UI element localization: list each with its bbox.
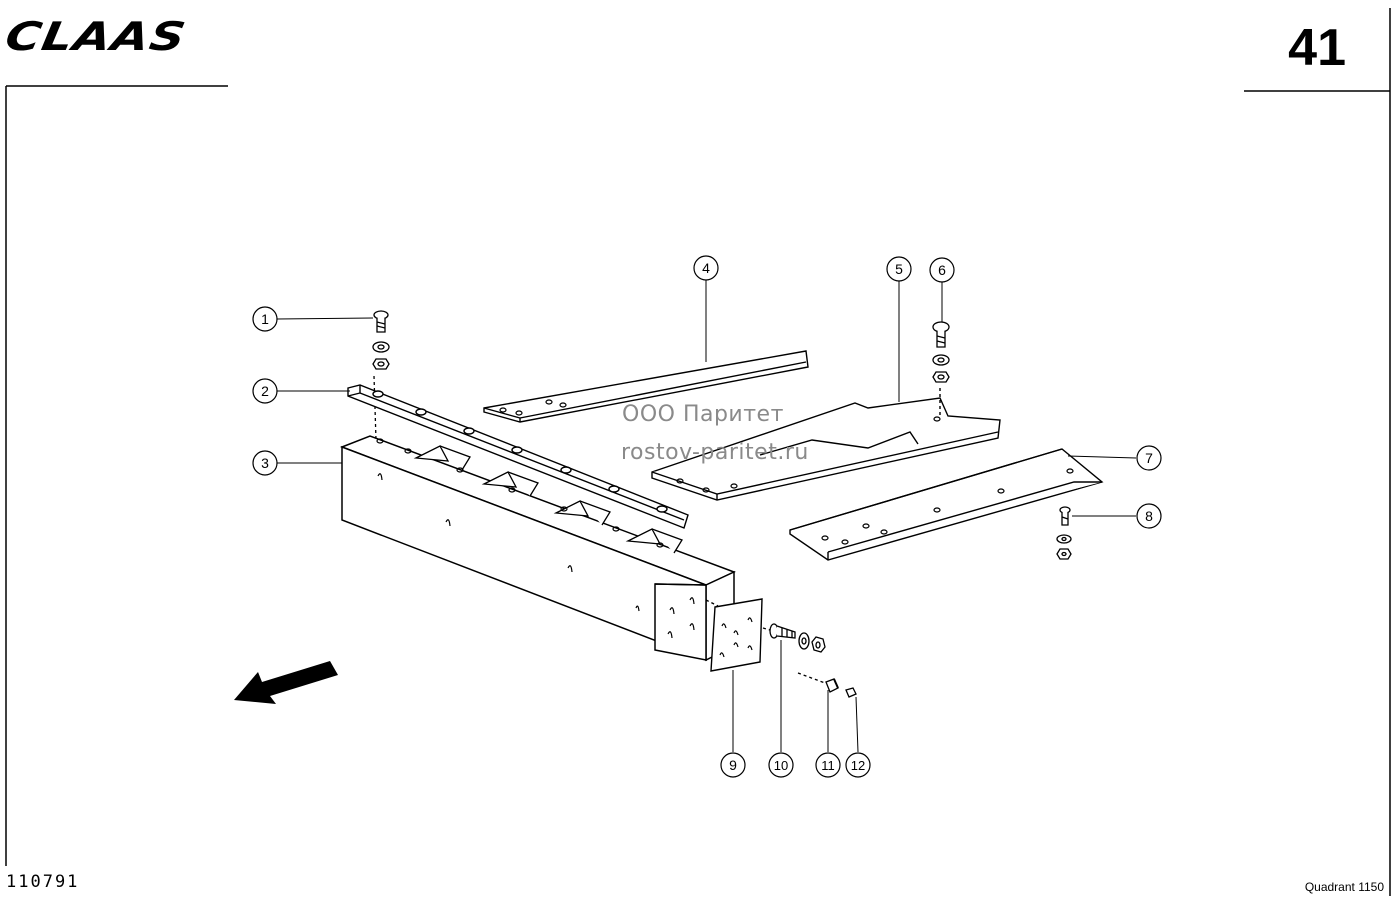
watermark-site: rostov-paritet.ru xyxy=(621,440,809,465)
part-bolt-left xyxy=(372,310,390,441)
callout-circle-5 xyxy=(886,256,912,282)
callout-4: 4 xyxy=(702,260,710,276)
callout-6: 6 xyxy=(938,262,946,278)
watermark-company: ООО Паритет xyxy=(622,402,784,427)
part-angle-4 xyxy=(483,350,809,423)
callout-circle-12 xyxy=(845,752,871,778)
callout-7: 7 xyxy=(1145,450,1153,466)
callout-8: 8 xyxy=(1145,508,1153,524)
callout-circle-10 xyxy=(768,752,794,778)
part-bar xyxy=(347,384,689,529)
brand-logo: CLAAS xyxy=(1,14,190,60)
callout-11: 11 xyxy=(821,758,835,773)
part-pin xyxy=(797,672,857,698)
part-beam xyxy=(339,435,736,662)
callout-circles xyxy=(252,255,1162,778)
part-plate-5 xyxy=(651,388,1001,501)
frame-lines xyxy=(5,8,1391,896)
callout-circle-1 xyxy=(252,306,278,332)
model-name: Quadrant 1150 xyxy=(1304,880,1384,894)
part-end-plate xyxy=(705,598,763,672)
part-bolt-right xyxy=(932,321,950,383)
callout-circle-7 xyxy=(1136,445,1162,471)
arrow-icon xyxy=(234,661,338,704)
part-bolt-side xyxy=(762,623,826,653)
callout-3: 3 xyxy=(261,455,269,471)
callout-labels: 1 2 3 4 5 6 7 8 9 10 11 12 xyxy=(261,260,1153,773)
callout-circle-8 xyxy=(1136,503,1162,529)
callout-5: 5 xyxy=(895,261,903,277)
callout-10: 10 xyxy=(774,758,788,773)
part-angle-7 xyxy=(789,448,1104,561)
page-number: 41 xyxy=(1288,19,1346,77)
callout-12: 12 xyxy=(851,758,865,773)
callout-circle-11 xyxy=(815,752,841,778)
callout-circle-6 xyxy=(929,257,955,283)
leader-lines xyxy=(276,280,1137,753)
callout-circle-3 xyxy=(252,450,278,476)
callout-9: 9 xyxy=(729,757,737,773)
callout-circle-4 xyxy=(693,255,719,281)
callout-circle-9 xyxy=(720,752,746,778)
callout-circle-2 xyxy=(252,378,278,404)
callout-2: 2 xyxy=(261,383,269,399)
callout-1: 1 xyxy=(261,311,269,327)
part-bolt-small xyxy=(1056,506,1072,560)
drawing-code: 110791 xyxy=(6,872,80,892)
